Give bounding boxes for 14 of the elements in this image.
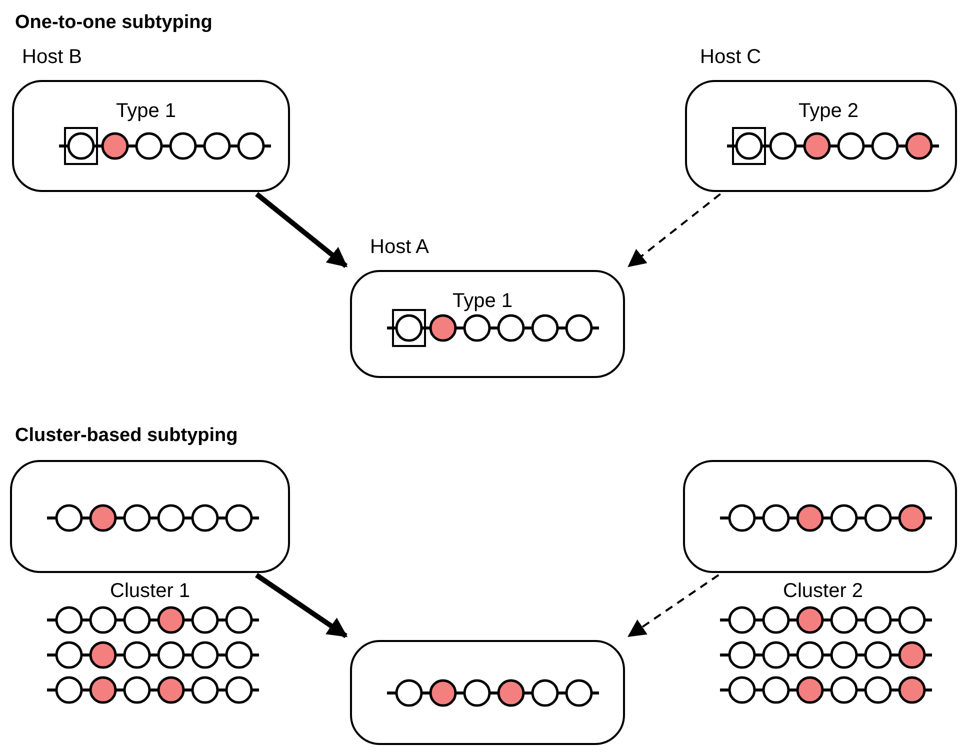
host-label: Host A [370,236,429,259]
section-heading: Cluster-based subtyping [15,425,238,447]
type-label: Type 1 [451,290,514,313]
type-label: Type 2 [797,100,860,123]
arrow [628,193,721,268]
host-label: Host C [700,46,762,69]
arrow [628,574,720,638]
arrow [255,192,348,268]
type-label: Type 1 [114,100,178,123]
arrow [255,572,348,638]
host-label: Host B [22,46,82,69]
section-heading: One-to-one subtyping [15,12,212,34]
cluster-label: Cluster 1 [110,580,190,603]
cluster-label: Cluster 2 [783,580,864,603]
